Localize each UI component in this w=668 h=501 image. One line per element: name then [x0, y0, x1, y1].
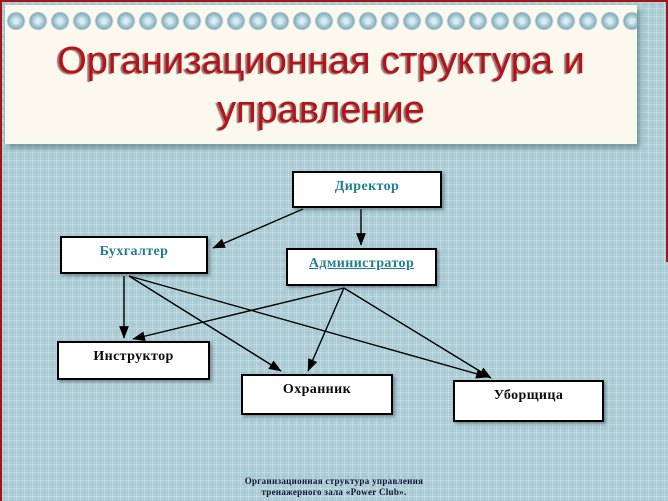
org-node-guard-label: Охранник [282, 382, 352, 397]
org-node-accountant-label: Бухгалтер [99, 244, 169, 259]
red-frame-left [0, 0, 2, 501]
org-node-instructor: Инструктор [57, 341, 210, 380]
org-node-accountant: Бухгалтер [60, 236, 208, 274]
org-node-administrator-label: Администратор [308, 256, 415, 271]
org-node-director: Директор [292, 171, 442, 208]
org-node-guard: Охранник [241, 374, 393, 415]
org-node-director-label: Директор [334, 179, 400, 194]
org-node-administrator: Администратор [286, 248, 437, 286]
slide-footer: Организационная структура управления тре… [0, 476, 668, 498]
edge-administrator-cleaner [343, 287, 492, 379]
title-banner: Организационная структура и управление [5, 5, 637, 144]
footer-line-2: тренажерного зала «Power Club». [261, 487, 407, 497]
org-node-instructor-label: Инструктор [93, 349, 174, 364]
red-frame-right [666, 0, 668, 262]
slide-title: Организационная структура и управление [57, 40, 585, 131]
edge-director-accountant [212, 208, 304, 249]
edge-administrator-instructor [132, 287, 345, 341]
org-node-cleaner-label: Уборщица [493, 388, 564, 403]
red-frame-top [0, 0, 668, 2]
edge-administrator-guard [307, 287, 345, 372]
beads-border-decoration [5, 8, 637, 34]
footer-line-1: Организационная структура управления [244, 476, 424, 486]
org-node-cleaner: Уборщица [453, 380, 604, 422]
